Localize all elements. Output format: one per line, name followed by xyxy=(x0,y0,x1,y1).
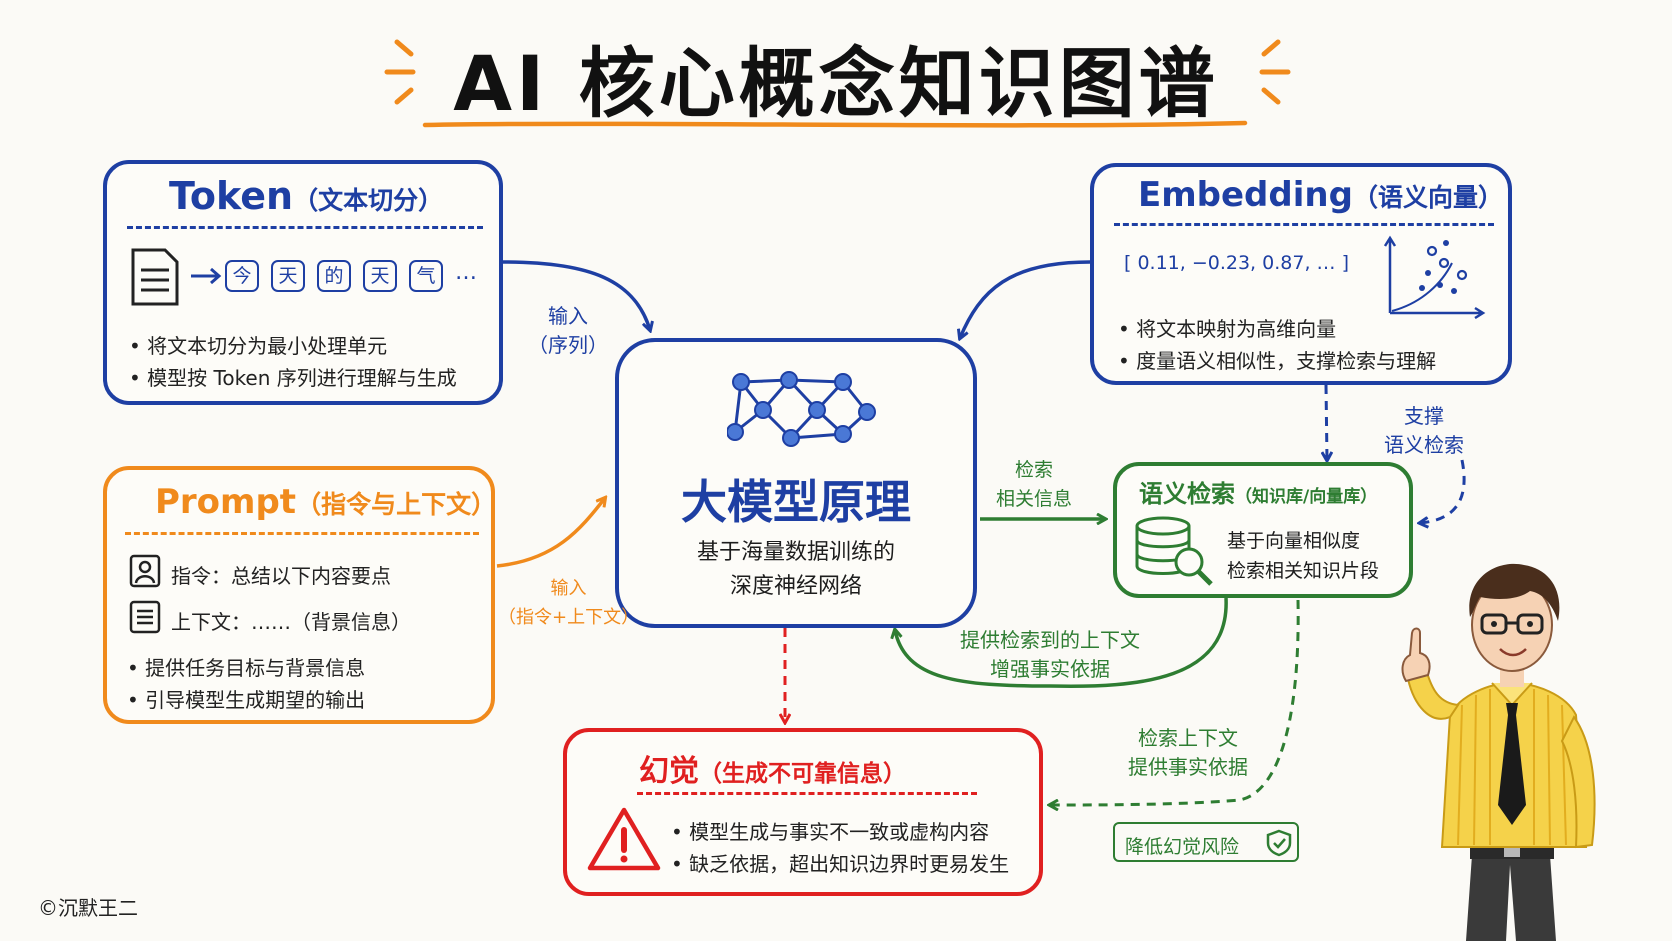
label-provide-context-line2: 增强事实依据 xyxy=(990,657,1110,681)
label-provide-context-line1: 提供检索到的上下文 xyxy=(960,628,1140,652)
retrieval-desc-line1: 基于向量相似度 xyxy=(1227,530,1361,552)
core-card: 大模型原理 基于海量数据训练的 深度神经网络 xyxy=(615,338,977,628)
hallucination-bullet: • 模型生成与事实不一致或虚构内容 xyxy=(671,820,990,844)
user-icon xyxy=(129,554,161,588)
vector-space-icon xyxy=(1383,235,1486,319)
neural-network-icon xyxy=(727,371,876,447)
label-search-line1: 检索 xyxy=(1015,459,1054,481)
token-divider xyxy=(127,226,483,229)
token-bullet: • 模型按 Token 序列进行理解与生成 xyxy=(129,366,457,390)
retrieval-card: 语义检索（知识库/向量库） 基于向量相似度 检索相关知识片段 xyxy=(1113,462,1413,598)
prompt-bullet: • 提供任务目标与背景信息 xyxy=(127,656,366,680)
arrow-embedding-to-retrieval xyxy=(1326,384,1327,460)
context-document-icon xyxy=(129,600,161,634)
arrow-right-icon xyxy=(191,267,222,285)
hallucination-title: 幻觉 xyxy=(639,754,699,789)
embedding-divider xyxy=(1114,223,1494,226)
label-retrieval-context: 检索上下文 提供事实依据 xyxy=(1128,724,1248,782)
sparkle-left-icon xyxy=(384,39,416,105)
arrow-prompt-to-core xyxy=(496,498,605,568)
retrieval-desc-line2: 检索相关知识片段 xyxy=(1227,560,1380,582)
token-chip: 气 xyxy=(409,260,443,292)
prompt-subtitle: （指令与上下文） xyxy=(296,490,497,519)
embedding-bullet: • 将文本映射为高维向量 xyxy=(1118,317,1337,341)
prompt-card: Prompt（指令与上下文） 指令：总结以下内容要点 上下文：……（背景信息） … xyxy=(103,466,496,724)
arrow-embedding-to-core xyxy=(960,260,1091,338)
document-icon xyxy=(131,248,179,306)
retrieval-title-group: 语义检索（知识库/向量库） xyxy=(1139,474,1377,509)
prompt-divider xyxy=(125,532,479,535)
arrow-retrieval-to-core xyxy=(895,597,1228,688)
title-underline xyxy=(422,120,1248,128)
label-provide-context: 提供检索到的上下文 增强事实依据 xyxy=(960,626,1140,684)
hallucination-subtitle: （生成不可靠信息） xyxy=(699,761,906,787)
badge-label: 降低幻觉风险 xyxy=(1125,836,1240,858)
label-search-line2: 相关信息 xyxy=(996,488,1073,510)
token-chip: 天 xyxy=(363,260,397,292)
label-search: 检索 相关信息 xyxy=(996,456,1072,514)
hallucination-bullet: • 缺乏依据，超出知识边界时更易发生 xyxy=(671,852,1010,876)
reduce-hallucination-badge: 降低幻觉风险 xyxy=(1113,822,1299,862)
warning-icon xyxy=(587,807,661,871)
label-retrieval-context-line1: 检索上下文 xyxy=(1138,726,1238,750)
token-subtitle: （文本切分） xyxy=(293,186,444,215)
embedding-subtitle: （语义向量） xyxy=(1352,183,1503,212)
label-token-input-line1: 输入 xyxy=(548,304,588,328)
label-prompt-input-line1: 输入 xyxy=(550,578,587,599)
embedding-title-group: Embedding（语义向量） xyxy=(1138,175,1503,215)
retrieval-title: 语义检索 xyxy=(1139,480,1235,508)
embedding-bullet: • 度量语义相似性，支撑检索与理解 xyxy=(1118,349,1437,373)
arrow-support-semantic-search xyxy=(1420,459,1466,523)
label-support-line2: 语义检索 xyxy=(1384,433,1464,457)
token-title-group: Token（文本切分） xyxy=(169,174,443,218)
prompt-context: 上下文：……（背景信息） xyxy=(171,610,411,634)
token-bullet: • 将文本切分为最小处理单元 xyxy=(129,334,388,358)
core-desc-line2: 深度神经网络 xyxy=(729,574,862,599)
token-card: Token（文本切分） 今 天 的 天 气 … • 将文本切分为最小处理单元 •… xyxy=(103,160,503,405)
embedding-title: Embedding xyxy=(1138,175,1353,215)
prompt-title-group: Prompt（指令与上下文） xyxy=(155,482,496,522)
label-support: 支撑 语义检索 xyxy=(1384,402,1464,460)
prompt-instruction: 指令：总结以下内容要点 xyxy=(171,564,391,588)
prompt-title: Prompt xyxy=(155,482,297,522)
hallucination-divider xyxy=(637,792,977,795)
label-token-input-line2: （序列） xyxy=(528,333,608,357)
embedding-card: Embedding（语义向量） [ 0.11, −0.23, 0.87, … ]… xyxy=(1090,163,1512,385)
label-prompt-input: 输入 （指令+上下文） xyxy=(498,574,639,632)
database-search-icon xyxy=(1135,516,1213,586)
token-title: Token xyxy=(169,174,294,218)
embedding-vector: [ 0.11, −0.23, 0.87, … ] xyxy=(1124,252,1349,274)
label-token-input: 输入 （序列） xyxy=(528,302,608,360)
hallucination-card: 幻觉（生成不可靠信息） • 模型生成与事实不一致或虚构内容 • 缺乏依据，超出知… xyxy=(563,728,1043,896)
sparkle-right-icon xyxy=(1259,39,1291,105)
page-title: AI 核心概念知识图谱 xyxy=(453,39,1219,128)
hallucination-title-group: 幻觉（生成不可靠信息） xyxy=(639,746,906,790)
label-support-line1: 支撑 xyxy=(1404,404,1444,428)
token-chip: 的 xyxy=(317,260,351,292)
token-ellipsis: … xyxy=(455,260,477,285)
token-chip: 今 xyxy=(225,260,259,292)
label-prompt-input-line2: （指令+上下文） xyxy=(498,607,640,628)
token-chip: 天 xyxy=(271,260,305,292)
retrieval-subtitle: （知识库/向量库） xyxy=(1235,487,1378,507)
prompt-bullet: • 引导模型生成期望的输出 xyxy=(127,688,366,712)
core-title: 大模型原理 xyxy=(681,475,911,529)
arrow-token-to-core xyxy=(502,260,650,330)
label-retrieval-context-line2: 提供事实依据 xyxy=(1128,755,1248,779)
arrow-retrieval-to-hallucination xyxy=(1050,599,1300,805)
copyright-text: ©沉默王二 xyxy=(38,896,138,920)
core-desc-line1: 基于海量数据训练的 xyxy=(696,540,895,565)
shield-check-icon xyxy=(1266,829,1292,857)
presenter-character-illustration xyxy=(1401,563,1596,941)
